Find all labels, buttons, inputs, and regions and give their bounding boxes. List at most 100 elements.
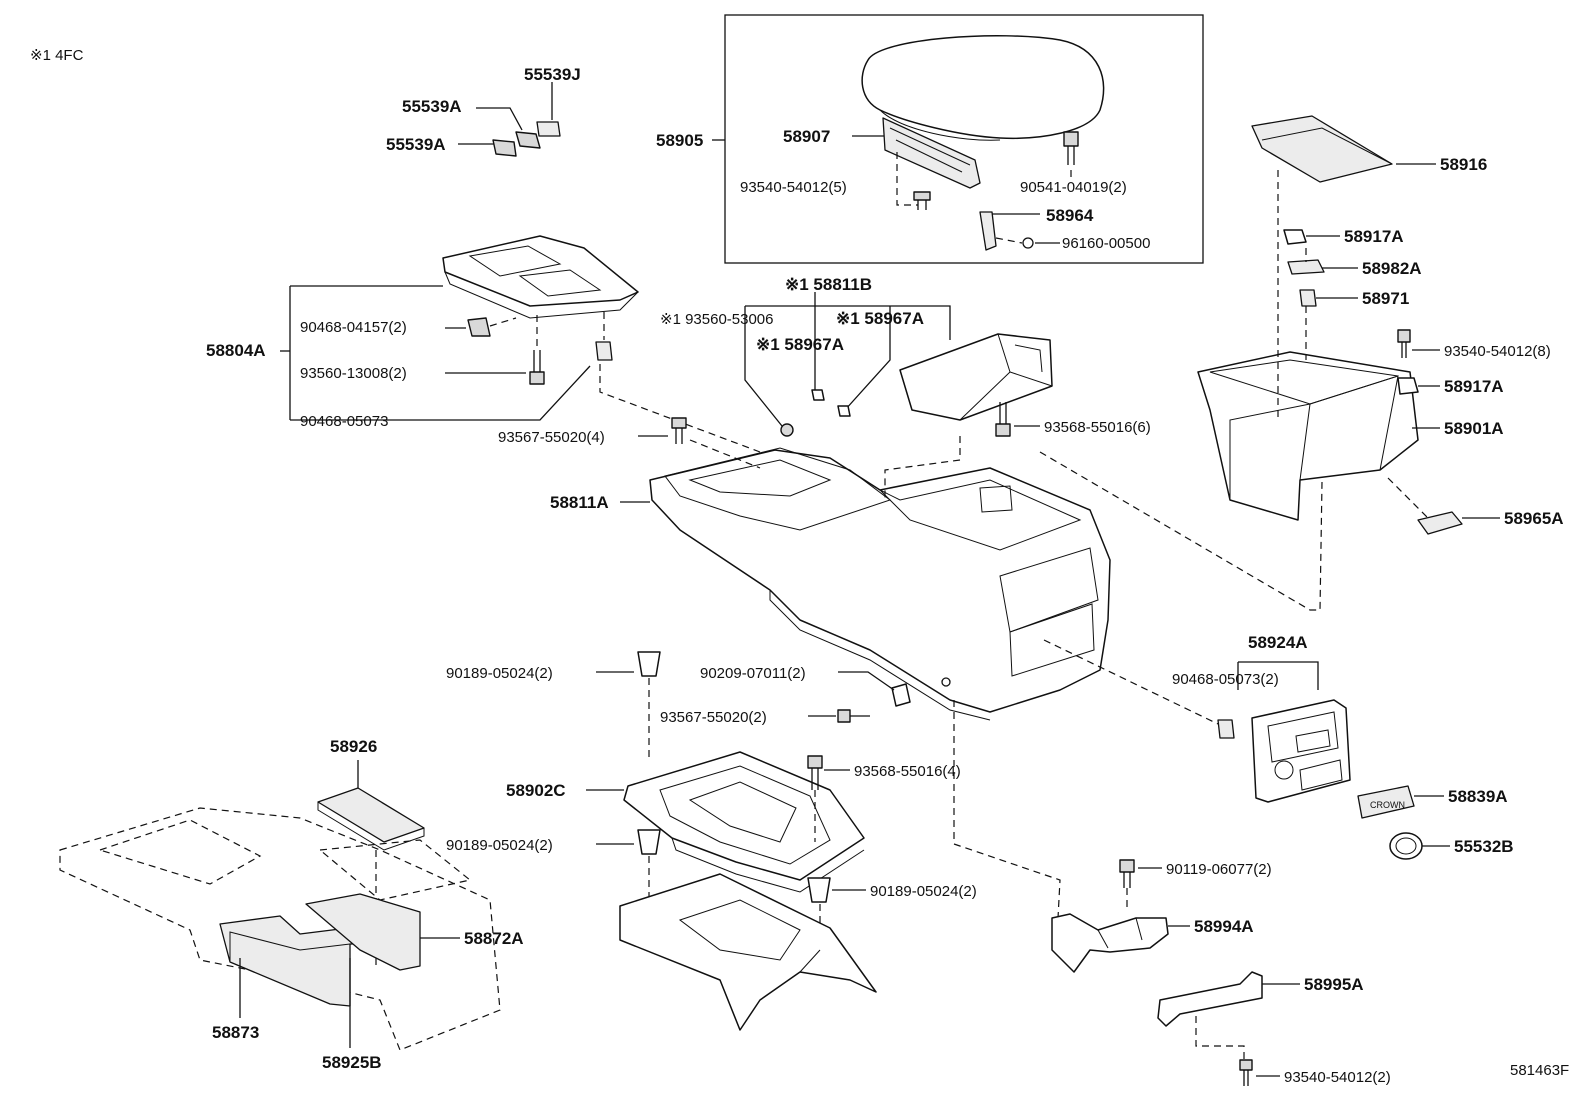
callout-58839a: 58839A — [1448, 787, 1508, 806]
callout-58804a: 58804A — [206, 341, 266, 360]
callout-58811a: 58811A — [550, 493, 609, 512]
screw-icon — [1063, 131, 1079, 165]
callout-58924a: 58924A — [1248, 633, 1308, 652]
callout-55539j: 55539J — [524, 65, 581, 84]
callout-90468-05073-2: 90468-05073(2) — [1172, 671, 1279, 688]
screw-icon — [807, 755, 823, 790]
small-tray-58811b[interactable] — [899, 333, 1053, 421]
callout-90468-04157-2: 90468-04157(2) — [300, 319, 407, 336]
screw-icon — [837, 709, 870, 723]
callout-58964: 58964 — [1046, 206, 1094, 225]
callout-90189-05024-lower: 90189-05024(2) — [870, 883, 977, 900]
nut-icon — [891, 683, 911, 707]
callout-58872a: 58872A — [464, 929, 524, 948]
front-panel-58924a[interactable] — [1251, 699, 1351, 803]
armrest-group-box — [724, 14, 1204, 264]
callout-93540-54012-5: 93540-54012(5) — [740, 179, 847, 196]
shift-panel-58804a[interactable] — [442, 235, 639, 319]
screw-icon — [1397, 329, 1411, 358]
screw-icon — [913, 191, 931, 210]
clip-icon — [1283, 229, 1307, 245]
callout-93567-55020-4: 93567-55020(4) — [498, 429, 605, 446]
latch-bracket[interactable] — [979, 211, 997, 251]
callout-58916: 58916 — [1440, 155, 1487, 174]
callout-58902c: 58902C — [506, 781, 566, 800]
callout-96160-00500: 96160-00500 — [1062, 235, 1150, 252]
pad-58926[interactable] — [317, 787, 425, 851]
switch-cap-55539j[interactable] — [536, 121, 561, 137]
callout-58917a-lower: 58917A — [1444, 377, 1504, 396]
callout-58994a: 58994A — [1194, 917, 1254, 936]
callout-58907: 58907 — [783, 127, 830, 146]
callout-90541-04019-2: 90541-04019(2) — [1020, 179, 1127, 196]
screw-icon — [671, 417, 687, 444]
switch-cap-55539a-lower[interactable] — [492, 139, 517, 157]
switch-cap-55539a-upper[interactable] — [515, 131, 541, 149]
screw-icon — [529, 350, 545, 385]
grommet-icon — [807, 877, 831, 903]
callout-90189-05024-upper: 90189-05024(2) — [446, 665, 553, 682]
header-note: ※1 4FC — [30, 47, 84, 64]
console-body-58811a[interactable] — [649, 447, 1111, 721]
grommet-icon — [637, 651, 661, 677]
callout-93567-55020-2: 93567-55020(2) — [660, 709, 767, 726]
callout-58965a: 58965A — [1504, 509, 1564, 528]
callout-93560-53006: ※1 93560-53006 — [660, 311, 774, 328]
callout-58901a: 58901A — [1444, 419, 1504, 438]
callout-93568-55016-4: 93568-55016(4) — [854, 763, 961, 780]
clip-icon — [811, 389, 825, 401]
callout-58926: 58926 — [330, 737, 377, 756]
callout-58967a-left: ※1 58967A — [756, 335, 844, 354]
callout-90119-06077-2: 90119-06077(2) — [1166, 861, 1272, 878]
callout-58925b: 58925B — [322, 1053, 382, 1072]
knob-55532b[interactable] — [1389, 832, 1423, 860]
screw-icon — [995, 402, 1011, 437]
callout-58967a-right: ※1 58967A — [836, 309, 924, 328]
callout-58917a-upper: 58917A — [1344, 227, 1404, 246]
callout-93540-54012-2: 93540-54012(2) — [1284, 1069, 1391, 1086]
clip-icon — [1397, 377, 1419, 395]
callout-58982a: 58982A — [1362, 259, 1422, 278]
callout-90468-05073: 90468-05073 — [300, 413, 388, 430]
figure-code: 581463F — [1510, 1062, 1569, 1079]
clip-icon — [1287, 259, 1325, 275]
bracket-58995a[interactable] — [1157, 971, 1263, 1027]
clip-icon — [595, 341, 613, 361]
clip-icon — [467, 317, 491, 337]
callout-55539a-upper: 55539A — [402, 97, 462, 116]
bracket-58994a[interactable] — [1051, 913, 1169, 973]
storage-box-58901a[interactable] — [1197, 351, 1419, 521]
callout-58971: 58971 — [1362, 289, 1409, 308]
callout-90189-05024-middle: 90189-05024(2) — [446, 837, 553, 854]
hole-icon — [941, 677, 951, 687]
floor-tray-lower[interactable] — [619, 873, 877, 1031]
clip-icon — [837, 405, 851, 417]
armrest-lid[interactable] — [861, 35, 1105, 141]
clip-icon — [1299, 289, 1317, 307]
floor-console-left[interactable] — [59, 807, 501, 1051]
callout-55532b: 55532B — [1454, 837, 1514, 856]
grommet-icon — [637, 829, 661, 855]
badge-text: CROWN — [1370, 800, 1405, 810]
callout-90209-07011-2: 90209-07011(2) — [700, 665, 806, 682]
clip-icon — [1217, 719, 1235, 739]
callout-58905: 58905 — [656, 131, 703, 150]
callout-93540-54012-8: 93540-54012(8) — [1444, 343, 1551, 360]
callout-58873: 58873 — [212, 1023, 259, 1042]
callout-55539a-lower: 55539A — [386, 135, 446, 154]
callout-93560-13008-2: 93560-13008(2) — [300, 365, 407, 382]
clip-icon — [1022, 237, 1034, 249]
hinge-bracket[interactable] — [882, 117, 981, 189]
screw-icon — [780, 423, 794, 437]
panel-58872a[interactable] — [305, 893, 421, 971]
clip-icon — [1417, 511, 1463, 535]
storage-lid-58916[interactable] — [1251, 115, 1393, 183]
screw-icon — [1239, 1059, 1253, 1086]
screw-icon — [1119, 859, 1135, 888]
callout-93568-55016-6: 93568-55016(6) — [1044, 419, 1151, 436]
console-bracket-58902c[interactable] — [623, 751, 865, 893]
callout-58811b: ※1 58811B — [785, 275, 872, 294]
callout-58995a: 58995A — [1304, 975, 1364, 994]
crown-badge-58839a[interactable]: CROWN — [1357, 785, 1415, 819]
